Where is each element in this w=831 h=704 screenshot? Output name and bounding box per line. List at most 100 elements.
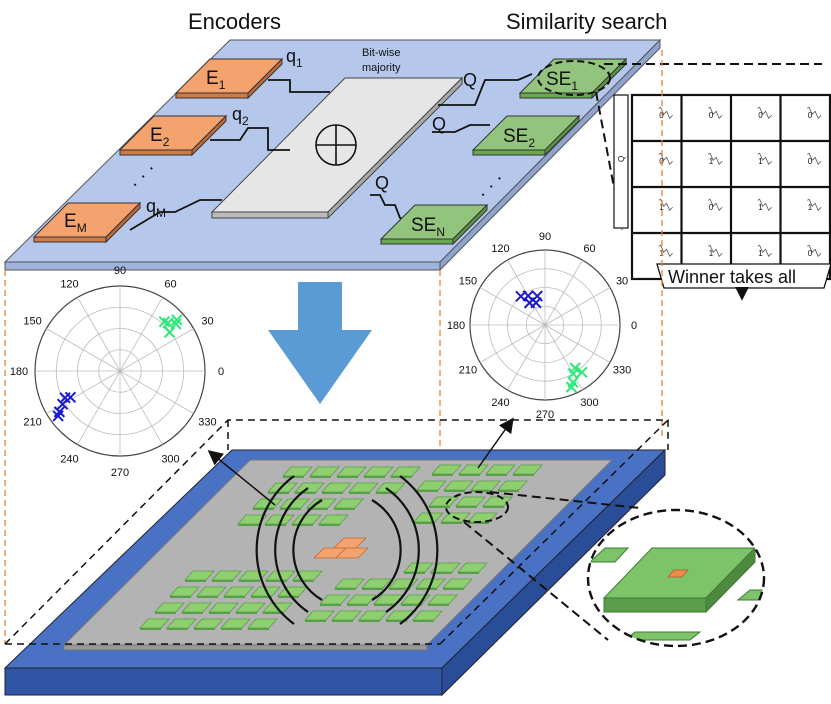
- polar-angle-label: 90: [114, 265, 126, 277]
- memristor-icon: [658, 152, 673, 166]
- crossbar-cell-value: 0: [758, 111, 763, 120]
- q1-label: q1: [286, 46, 303, 70]
- encoder-e1-label: E: [206, 68, 219, 89]
- polar-point-marker: [163, 326, 176, 338]
- encoder-e1-sub: 1: [219, 78, 226, 92]
- q-label-se1: Q: [463, 70, 477, 90]
- polar-point-marker: [64, 391, 77, 404]
- encoder-em: EM: [32, 201, 142, 244]
- polar-point-marker: [576, 366, 588, 378]
- wires: [129, 73, 533, 231]
- polar-angle-label: 0: [631, 320, 637, 332]
- svg-text:EM: EM: [64, 211, 87, 235]
- memristor-icon: [757, 198, 772, 212]
- polar-point-marker: [565, 381, 578, 393]
- polar-angle-label: 120: [60, 279, 78, 291]
- crossbar-cell-value: 1: [758, 203, 763, 212]
- crossbar-cell-value: 1: [758, 249, 763, 258]
- majority-label-line1: Bit-wise: [362, 47, 401, 59]
- sen-label: SE: [411, 215, 436, 236]
- crossbar-side-label: Q: [617, 156, 626, 162]
- chip-tile-grid: [139, 464, 543, 630]
- chip-dashed-box: [4, 419, 669, 645]
- arrow-to-polar-right: [477, 417, 514, 469]
- memristor-icon: [757, 244, 772, 258]
- svg-text:SE1: SE1: [546, 69, 578, 93]
- se1-highlight: [537, 60, 611, 96]
- q2-label: q2: [232, 104, 249, 128]
- memristor-icon: [806, 198, 822, 212]
- polar-angle-label: 30: [201, 316, 213, 328]
- crossbar-cell-value: 1: [709, 249, 714, 258]
- polar-angle-label: 120: [491, 243, 509, 255]
- polar-angle-label: 150: [459, 276, 477, 288]
- crossbar-cell-value: 1: [659, 203, 664, 212]
- memristor-icon: [707, 244, 723, 258]
- encoder-em-sub: M: [77, 221, 87, 235]
- encoders-title: Encoders: [188, 9, 281, 34]
- crossbar-cell-value: 1: [709, 157, 714, 166]
- memristor-icon: [658, 244, 673, 258]
- encoder-e2-sub: 2: [163, 135, 170, 149]
- memristor-icon: [658, 106, 673, 120]
- polar-point-marker: [52, 410, 64, 422]
- crossbar-cell-value: 1: [808, 203, 813, 212]
- memristor-icon: [757, 152, 772, 166]
- search-engine-sen: SEN: [379, 203, 489, 246]
- polar-angle-label: 180: [447, 320, 465, 332]
- crossbar-cell-value: 1: [758, 157, 763, 166]
- crossbar-input-bar: [613, 94, 629, 229]
- polar-angle-label: 60: [164, 279, 176, 291]
- polar-angle-label: 330: [198, 417, 216, 429]
- memristor-icon: [806, 106, 822, 120]
- memristor-icon: [757, 106, 772, 120]
- crossbar-cell-value: 0: [709, 111, 714, 120]
- polar-point-marker: [523, 297, 536, 309]
- crossbar-cell-value: 0: [808, 157, 813, 166]
- tile-highlight: [445, 491, 509, 523]
- polar-point-marker: [515, 290, 527, 302]
- encoder-e2-label: E: [150, 125, 163, 146]
- q-label-sen: Q: [375, 173, 389, 193]
- memristor-icon: [806, 152, 822, 166]
- se1-label: SE: [546, 69, 571, 90]
- encoder-em-label: E: [64, 211, 77, 232]
- polar-angle-label: 180: [10, 366, 28, 378]
- memristor-icon: [707, 152, 723, 166]
- polar-angle-label: 300: [161, 453, 179, 465]
- majority-block: [210, 76, 464, 220]
- polar-angle-label: 210: [459, 365, 477, 377]
- central-processor-tiles: [313, 537, 369, 559]
- encoder-e1: E1: [174, 57, 284, 100]
- polar-point-marker: [569, 362, 581, 374]
- polar-angle-label: 240: [491, 397, 509, 409]
- qm-label: qM: [146, 196, 166, 220]
- svg-text:SEN: SEN: [411, 215, 445, 239]
- svg-text:SE2: SE2: [503, 126, 535, 150]
- similarity-search-title: Similarity search: [506, 9, 667, 34]
- memristor-icon: [658, 198, 673, 212]
- crossbar-cell-value: 0: [808, 249, 813, 258]
- winner-takes-all-label: Winner takes all: [668, 267, 796, 287]
- down-arrow-icon: [268, 282, 372, 404]
- q-label-se2: Q: [432, 114, 446, 134]
- zoom-line-tile-top: [489, 491, 641, 509]
- search-engine-se2: SE2: [471, 114, 581, 157]
- zoomed-tile: [586, 508, 766, 648]
- polar-point-marker: [171, 314, 183, 326]
- svg-text:E1: E1: [206, 68, 226, 92]
- polar-angle-label: 60: [583, 243, 595, 255]
- polar-angle-label: 0: [218, 366, 224, 378]
- wireless-signal-icon: [255, 475, 439, 625]
- se2-sub: 2: [528, 136, 535, 150]
- encoder-e2: E2: [118, 114, 228, 157]
- polar-angle-label: 150: [23, 316, 41, 328]
- arrow-to-polar-left: [207, 450, 276, 506]
- polar-point-marker: [158, 316, 171, 328]
- polar-angle-label: 30: [616, 276, 628, 288]
- polar-point-marker: [170, 318, 182, 330]
- polar-angle-label: 210: [23, 417, 41, 429]
